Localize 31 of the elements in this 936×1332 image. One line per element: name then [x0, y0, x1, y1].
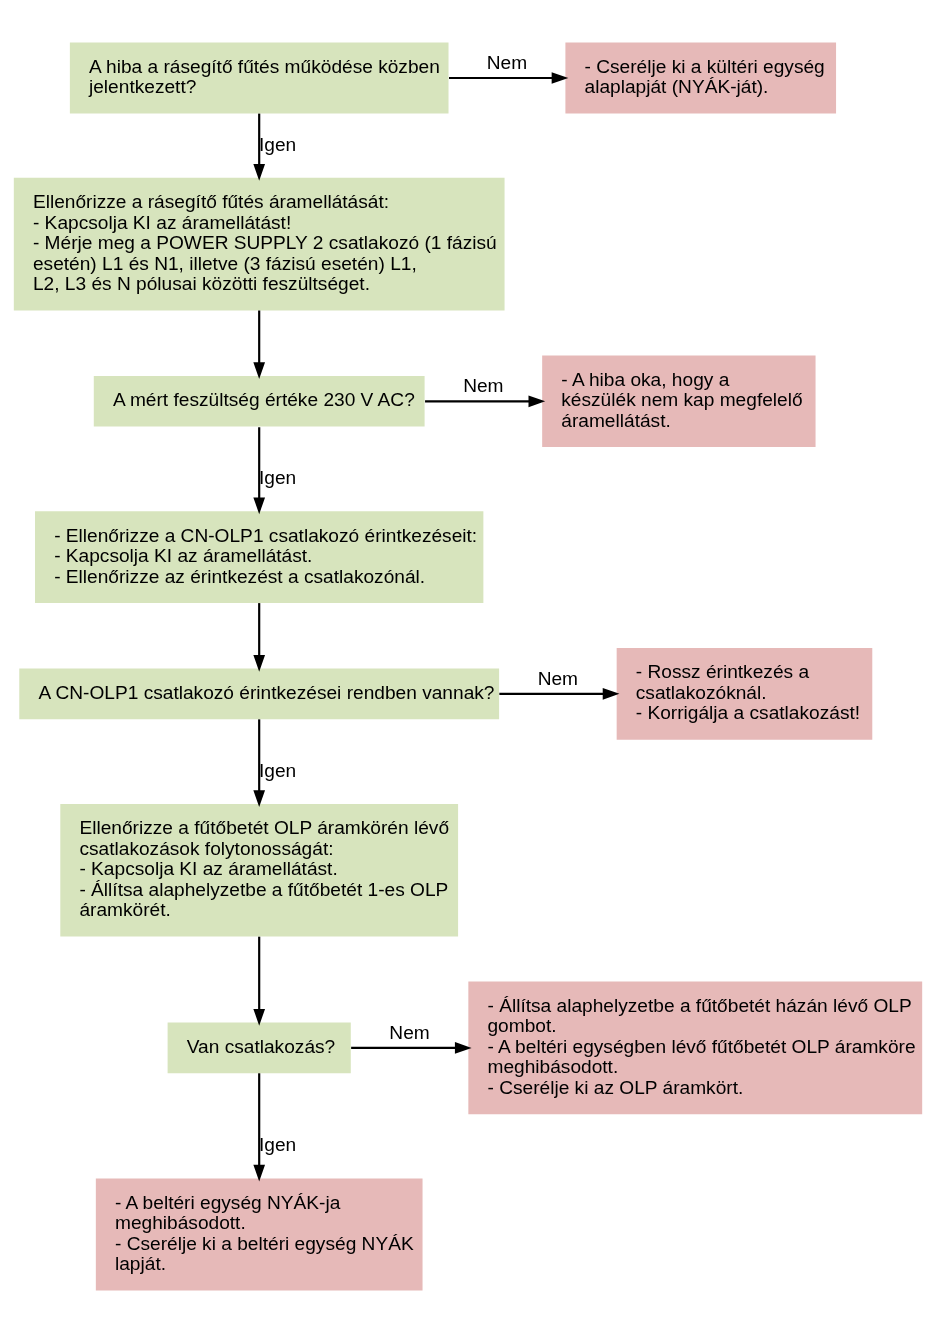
edge-label: Nem — [463, 374, 504, 396]
arrow — [499, 687, 620, 700]
edge-label: Igen — [259, 759, 297, 781]
edge-label: Igen — [259, 466, 297, 488]
arrow — [253, 113, 266, 181]
edge-label: Nem — [389, 1021, 430, 1043]
arrow — [425, 394, 546, 407]
node-box: A CN-OLP1 csatlakozó érintkezései rendben vannak? — [19, 668, 500, 719]
node-box: A hiba a rásegítő fűtés működése közben jelentkezett? — [69, 41, 449, 114]
node-box: - Rossz érintkezés a csatlakozóknál. - Korrigálja a csatlakozást! — [616, 647, 873, 740]
node-box: Ellenőrizze a rásegítő fűtés áramellátását: - Kapcsolja KI az áramellátást! - Mérje meg a POWER SUPPLY 2 csatlakozó (1 fázisú esetén) L1 és N1, illetve (3 fázisú esetén) L1, L2, L3 és N pólusai közötti feszültséget. — [13, 177, 505, 310]
arrow — [253, 426, 266, 514]
arrow — [253, 1072, 266, 1181]
arrow — [253, 310, 266, 379]
node-box: - A beltéri egység NYÁK-ja meghibásodott. - Cserélje ki a beltéri egység NYÁK lapját. — [95, 1177, 423, 1291]
arrow — [253, 936, 266, 1026]
arrow — [253, 602, 266, 672]
edge-label: Nem — [486, 51, 528, 73]
edge-label: Nem — [537, 667, 579, 689]
arrow — [253, 718, 266, 807]
edge-label: Igen — [259, 133, 297, 155]
edge-label: Igen — [259, 1133, 297, 1155]
arrow — [351, 1041, 472, 1054]
node-box: - Cserélje ki a kültéri egység alaplapját (NYÁK-ját). — [565, 41, 837, 114]
node-box: Ellenőrizze a fűtőbetét OLP áramkörén lévő csatlakozások folytonosságát: - Kapcsolja KI az áramellátást. - Állítsa alaphelyzetbe a fűtőbetét 1-es OLP áramkörét. — [60, 803, 459, 936]
node-box: Van csatlakozás? — [167, 1022, 351, 1073]
node-box: A mért feszültség értéke 230 V AC? — [93, 375, 425, 427]
node-box: - A hiba oka, hogy a készülék nem kap megfelelő áramellátást. — [542, 355, 816, 447]
node-box: - Ellenőrizze a CN-OLP1 csatlakozó érintkezéseit: - Kapcsolja KI az áramellátást. - Ellenőrizze az érintkezést a csatlakozónál. — [35, 510, 484, 603]
node-box: - Állítsa alaphelyzetbe a fűtőbetét házán lévő OLP gombot. - A beltéri egységben lévő fűtőbetét OLP áramköre meghibásodott. - Cserélje ki az OLP áramkört. — [468, 981, 923, 1114]
arrow — [449, 71, 569, 84]
